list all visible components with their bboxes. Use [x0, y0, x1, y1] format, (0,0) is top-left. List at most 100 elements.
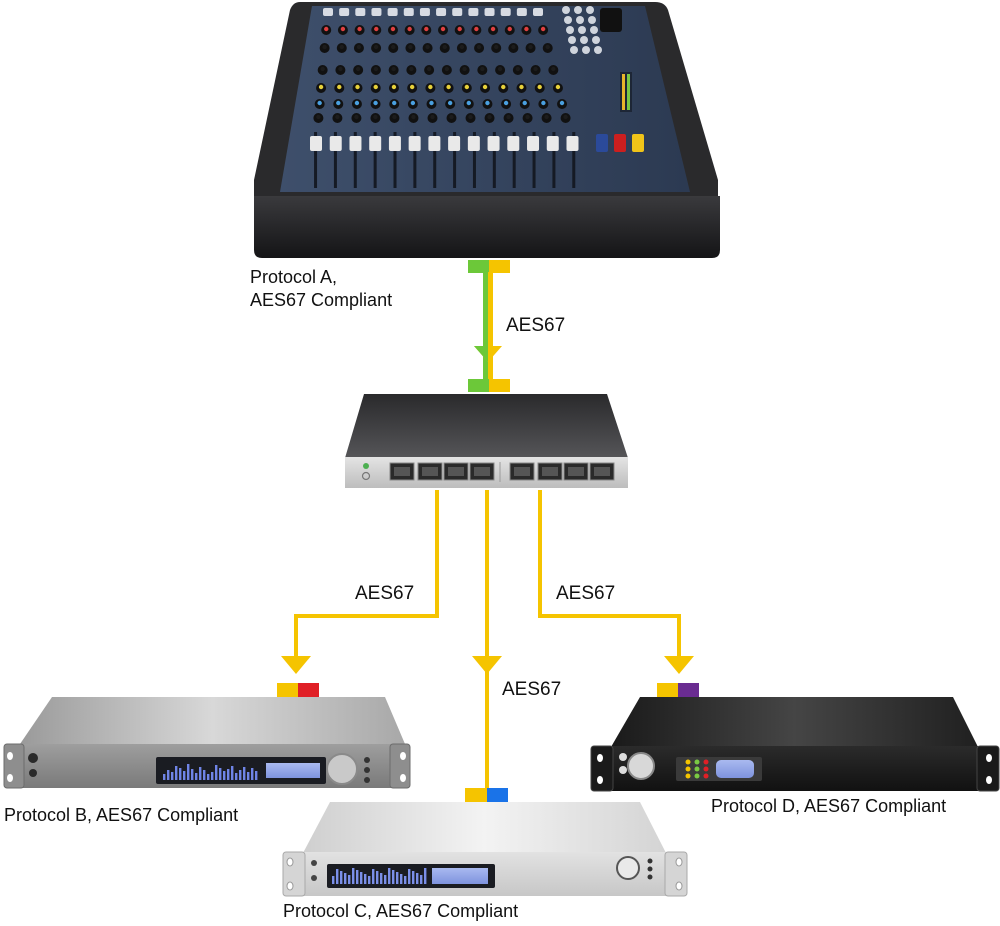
- mixer-knob-cap: [335, 114, 340, 120]
- mixer-fader-cap: [408, 136, 421, 151]
- mixer-knob-cap: [485, 100, 490, 106]
- mixer-fader-slot: [393, 132, 397, 188]
- label-protocol-a-line1: Protocol A,: [250, 267, 338, 287]
- mixer-knob-cap: [444, 66, 450, 72]
- network-switch: [345, 394, 628, 488]
- mixer-knob-cap: [429, 100, 434, 106]
- mixer-master-knob: [594, 46, 602, 54]
- device-c-meter-bar: [420, 875, 423, 884]
- mixer-master-knob: [592, 36, 600, 44]
- device-b-meter-bar: [235, 773, 238, 780]
- mixer-knob-cap: [357, 26, 362, 32]
- switch-port-contacts: [448, 467, 464, 476]
- mixer-input-jack: [339, 8, 350, 16]
- device-b-meter-bar: [219, 768, 222, 780]
- mixer-fader-cap: [428, 136, 441, 151]
- label-protocol-a-line2: AES67 Compliant: [250, 290, 393, 310]
- mixer-knob-cap: [355, 66, 361, 72]
- mixer-fader-slot: [552, 132, 556, 188]
- mixer-knob-cap: [490, 26, 496, 32]
- mixer-knob-cap: [338, 66, 343, 72]
- mixer-knob-cap: [540, 26, 546, 32]
- mixer-knob-cap: [425, 44, 430, 50]
- mixer-knob-cap: [447, 100, 453, 106]
- mixer-master-knob: [568, 36, 576, 44]
- device-b-meter-bar: [191, 769, 194, 780]
- mixer-knob-cap: [442, 44, 447, 50]
- mixer-knob-cap: [528, 44, 533, 50]
- mixer-master-knob: [590, 26, 598, 34]
- switch-ports: [389, 462, 615, 482]
- device-b-meter-bar: [207, 774, 210, 780]
- device-b-meter-bar: [171, 772, 174, 780]
- mixer-knob-cap: [446, 84, 451, 90]
- mixer-knob-cap: [497, 66, 503, 72]
- device-c-meter-bar: [360, 872, 363, 884]
- mixer-knob-cap: [391, 66, 396, 72]
- mixer-fader-slot: [472, 132, 476, 188]
- mixer-knob-cap: [320, 66, 325, 72]
- mixer-master-knob: [576, 16, 584, 24]
- mixer-master-knob: [562, 6, 570, 14]
- mixer-knob-cap: [409, 84, 415, 90]
- mixer-knob-cap: [476, 44, 482, 50]
- switch-port-contacts: [422, 467, 438, 476]
- device-b-meter-bar: [247, 772, 250, 780]
- mixer-knob-cap: [355, 84, 360, 90]
- device-b-rack-unit: [3, 697, 411, 789]
- switch-port-contacts: [474, 467, 490, 476]
- mixer-master-knob: [580, 36, 588, 44]
- mixer-knob-cap: [544, 114, 549, 120]
- mixer-master-jack: [600, 8, 622, 32]
- mixer-knob-cap: [462, 66, 467, 72]
- mixer-input-jack: [355, 8, 366, 16]
- device-c-meter-bar: [372, 869, 375, 884]
- mixer-fader-slot: [353, 132, 357, 188]
- mixer-fader-cap: [546, 136, 559, 151]
- mixer-fader-slot: [532, 132, 536, 188]
- mixer-master-knob: [566, 26, 574, 34]
- mixer-knob-cap: [337, 84, 342, 90]
- mixer-knob-cap: [503, 100, 509, 106]
- mixer-input-jack: [484, 8, 495, 16]
- mixer-knob-cap: [525, 114, 530, 120]
- mixer-knob-cap: [559, 100, 565, 106]
- mixer-knob-cap: [354, 100, 360, 106]
- mixer-knob-cap: [464, 84, 470, 90]
- mixer-knob-cap: [449, 114, 454, 120]
- mixer-knob-cap: [524, 26, 529, 32]
- device-c-meter-bar: [384, 875, 387, 884]
- mixer-fader-cap: [566, 136, 579, 151]
- mixer-knob-cap: [426, 66, 432, 72]
- device-c-meter-bar: [340, 871, 343, 884]
- device-c-meter-bar: [332, 876, 335, 884]
- mixer-fader-cap: [507, 136, 520, 151]
- mixer-knob-cap: [390, 26, 396, 32]
- mixer-input-jack: [323, 8, 333, 16]
- device-b-meter-bar: [175, 766, 178, 780]
- mixer-knob-cap: [533, 66, 538, 72]
- device-c-meter-bar: [412, 871, 415, 884]
- device-c-meter-bar: [380, 873, 383, 884]
- mixer-knob-cap: [392, 100, 397, 106]
- mixer-knob-cap: [322, 44, 327, 50]
- mixer-knob-cap: [506, 114, 511, 120]
- mixer-knob-cap: [487, 114, 492, 120]
- device-b-meter-bar: [183, 771, 186, 780]
- mixer-fader-cap: [487, 136, 500, 151]
- mixer-knob-cap: [424, 26, 429, 32]
- mixer-knob-cap: [428, 84, 433, 90]
- mixer-knob-cap: [374, 26, 379, 32]
- mixer-fader-slot: [373, 132, 377, 188]
- mixer-fader-slot: [413, 132, 417, 188]
- mixer-knob-cap: [459, 44, 465, 50]
- mixer-knob-cap: [522, 100, 527, 106]
- mixer-knob-cap: [474, 26, 479, 32]
- switch-port-contacts: [568, 467, 584, 476]
- mixer-knob-cap: [407, 26, 412, 32]
- device-c-meter-bar: [408, 869, 411, 884]
- mixer-knob-cap: [468, 114, 473, 120]
- mixer-knob-cap: [340, 26, 346, 32]
- mixer-master-knob: [588, 16, 596, 24]
- mixer-knob-cap: [545, 44, 550, 50]
